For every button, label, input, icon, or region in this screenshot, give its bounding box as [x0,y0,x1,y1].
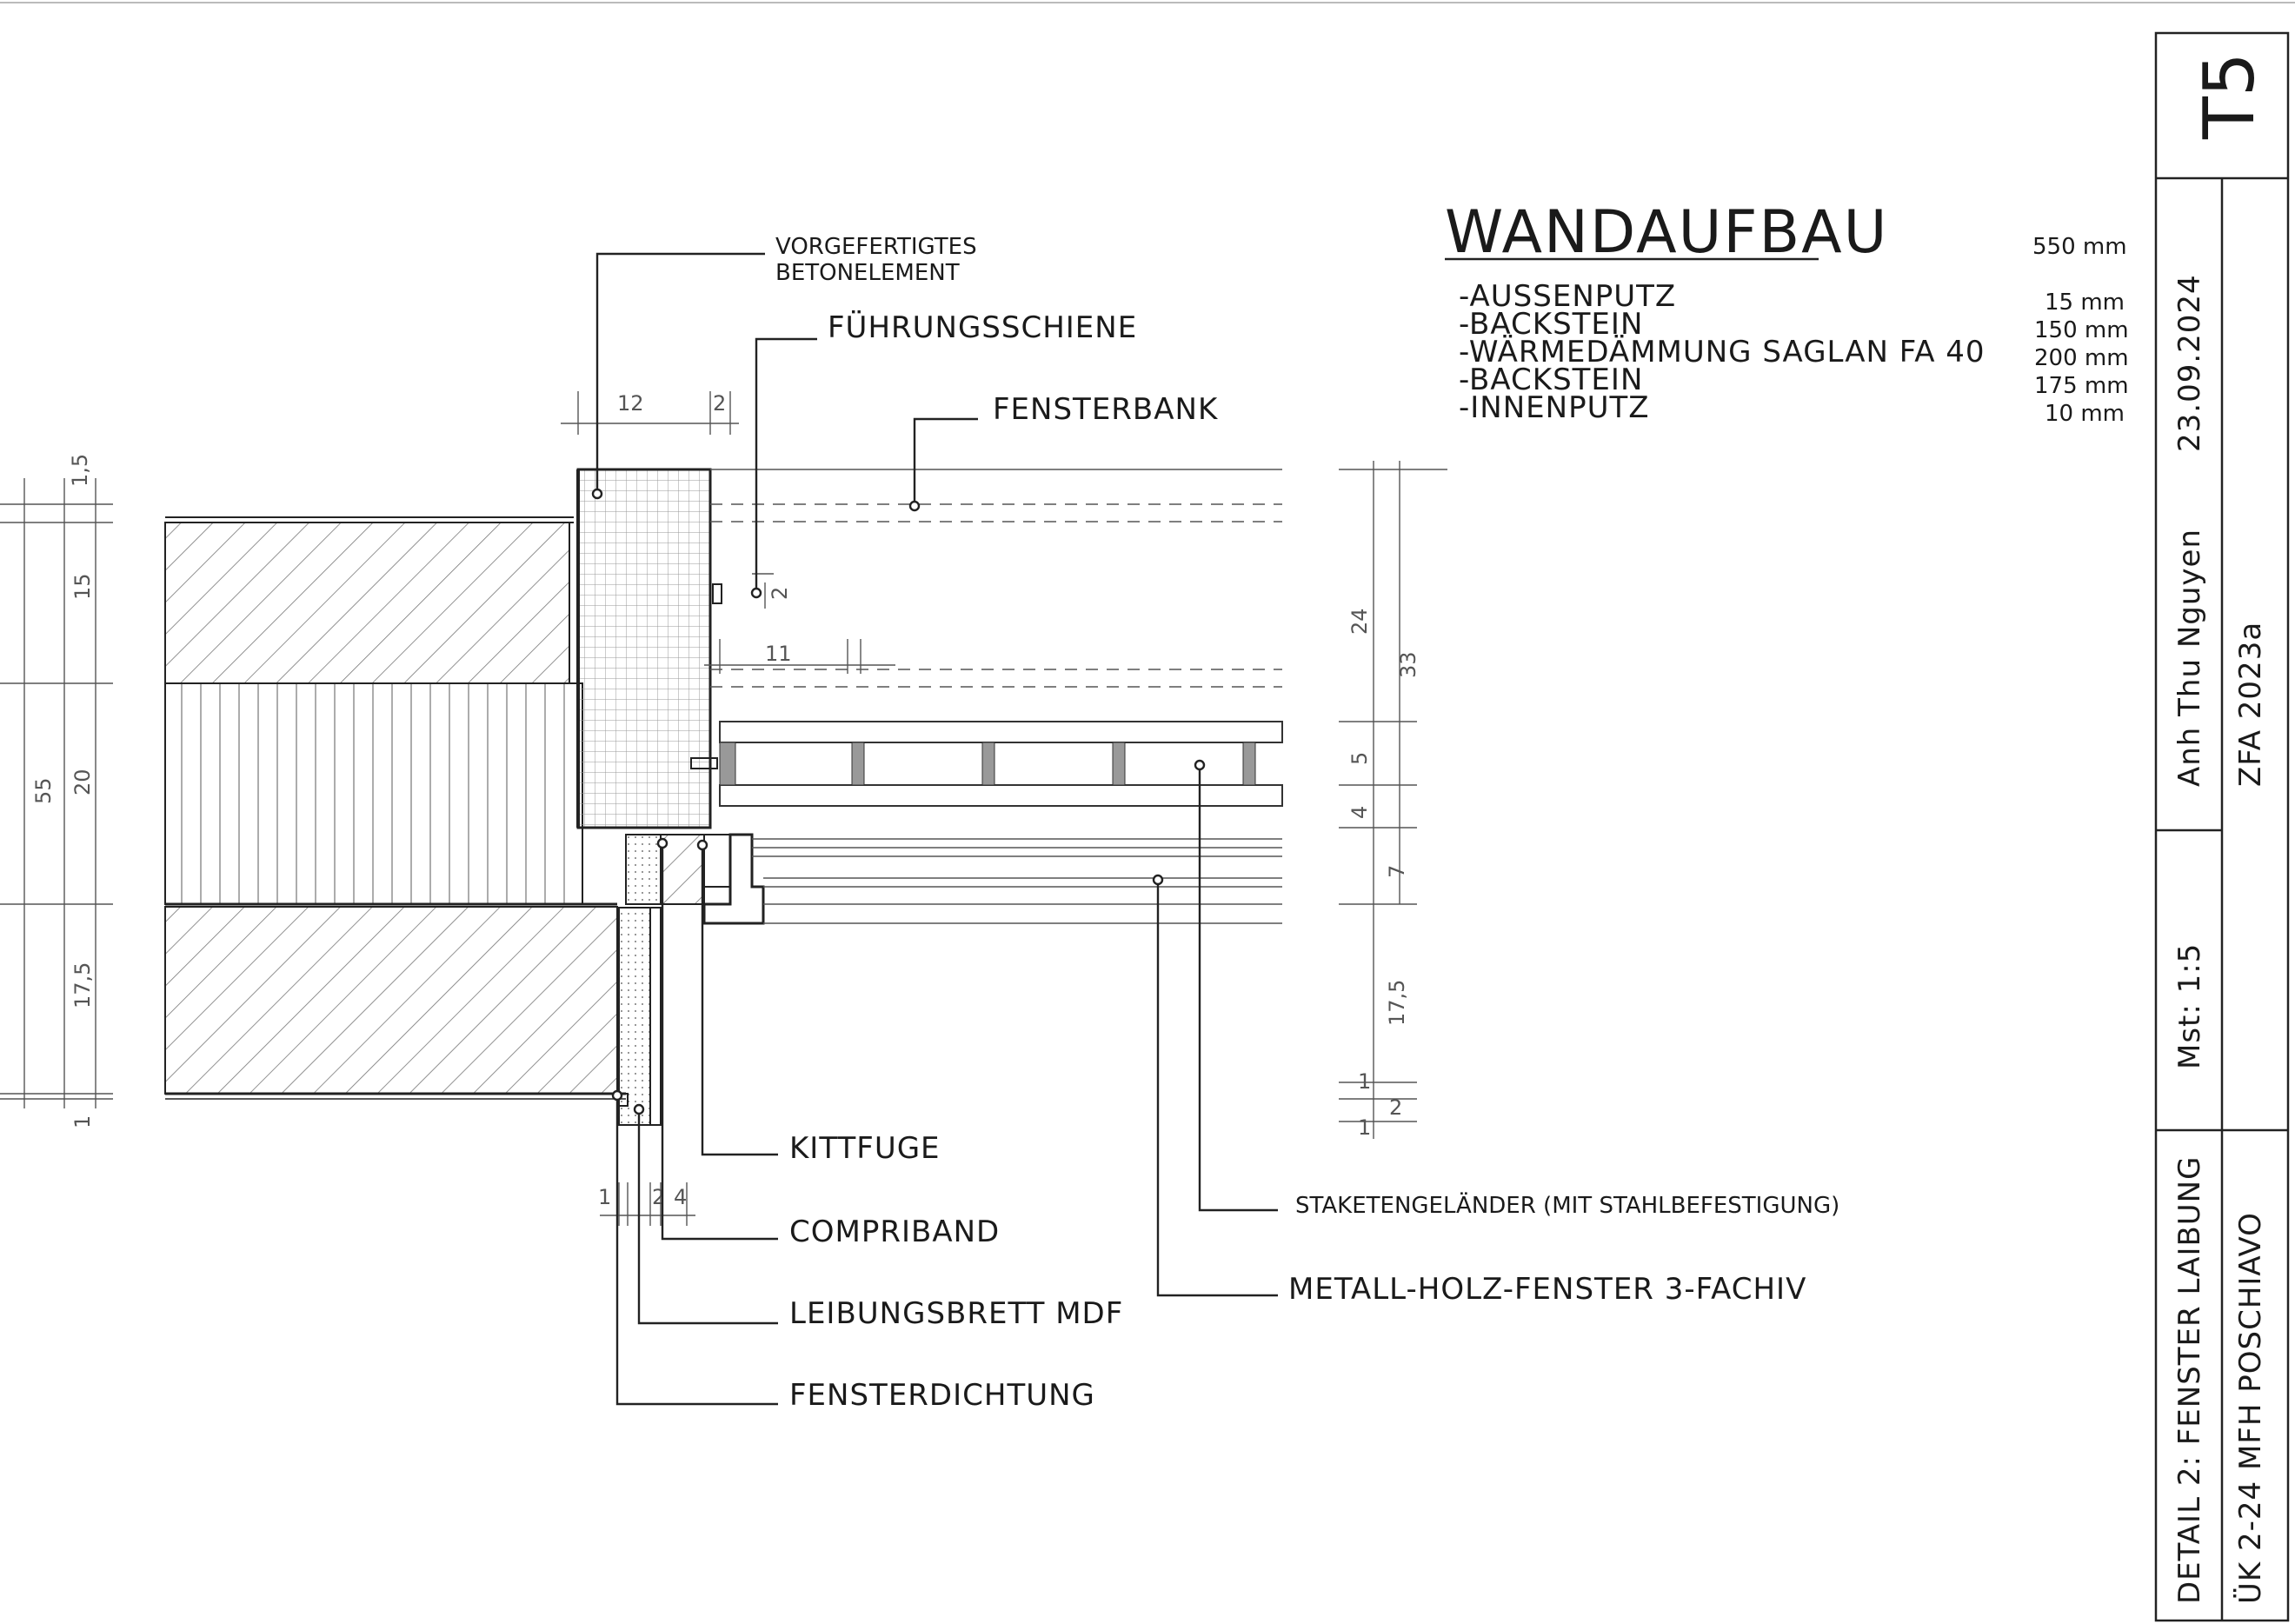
leader-lines [595,252,1278,1406]
label-reveal-board: LEIBUNGSBRETT MDF [789,1296,1123,1331]
insulation [164,682,583,905]
top-dimensions [561,391,895,674]
layer-thk-3: 200 mm [2034,345,2129,371]
railing [690,721,1283,807]
project-name: ÜK 2-24 MFH POSCHIAVO [2232,1212,2268,1604]
dim-top-2: 2 [713,391,726,416]
dim-left-55: 55 [31,777,56,804]
dim-right-1b: 1 [1358,1115,1371,1140]
guide-rail [712,583,722,604]
bottom-dimensions [600,1182,695,1226]
dim-top-12: 12 [617,391,644,416]
dim-right-175: 17,5 [1385,980,1409,1026]
dim-left-20: 20 [70,769,95,795]
outer-brick [164,522,570,684]
detail-title: DETAIL 2: FENSTER LAIBUNG [2172,1156,2207,1604]
dim-right-7: 7 [1385,865,1409,878]
inner-brick [164,906,618,1095]
sheet-number: T5 [2189,52,2270,140]
layer-name-3: -WÄRMEDÄMMUNG SAGLAN FA 40 [1459,335,1986,369]
dim-bottom-1: 1 [598,1185,611,1209]
dim-right-24: 24 [1347,608,1372,635]
label-guide-rail: FÜHRUNGSSCHIENE [828,309,1137,345]
label-window: METALL-HOLZ-FENSTER 3-FACHIV [1288,1272,1806,1307]
label-railing: STAKETENGELÄNDER (MIT STAHLBEFESTIGUNG) [1295,1191,1839,1219]
wall-total: 550 mm [2032,234,2127,260]
leader-dots [591,488,1206,1115]
dim-right-1: 1 [1358,1069,1371,1094]
dim-right-5: 5 [1347,752,1372,765]
title-block [2154,31,2290,1622]
layer-thk-4: 175 mm [2034,373,2129,399]
dim-left-175: 17,5 [70,962,95,1008]
dim-left-15: 15 [70,573,95,600]
layer-thk-2: 150 mm [2034,317,2129,343]
precast-concrete-element [576,468,712,829]
dim-right-33: 33 [1396,651,1420,678]
left-dimensions [0,478,113,1108]
dim-right-4: 4 [1347,806,1372,819]
layer-thk-5: 10 mm [2045,401,2125,427]
dim-right-2: 2 [1389,1095,1402,1120]
right-dimensions [1339,461,1447,1139]
layer-name-1: -AUSSENPUTZ [1459,279,1676,314]
window-frame [625,833,1282,925]
dim-bottom-4: 4 [674,1185,687,1209]
window-sill [710,469,1282,688]
label-precast-line2: BETONELEMENT [775,260,960,286]
wall-build-up-title: WANDAUFBAU [1445,198,1888,267]
label-sealant-joint: KITTFUGE [789,1131,941,1166]
wall-section [164,516,626,1100]
reveal-board [618,907,651,1126]
label-precast-line1: VORGEFERTIGTES [775,234,977,260]
class-code: ZFA 2023a [2233,622,2268,787]
drawing-scale: Mst: 1:5 [2172,943,2207,1069]
dim-left-15a: 1,5 [68,454,92,487]
author-name: Anh Thu Nguyen [2172,529,2207,787]
dim-rail-2: 2 [768,587,792,600]
label-window-seal: FENSTERDICHTUNG [789,1378,1095,1413]
dim-left-1: 1 [70,1115,95,1128]
drawing-date: 23.09.2024 [2172,274,2207,452]
dim-mid-11: 11 [765,642,792,666]
layer-name-4: -BACKSTEIN [1459,363,1643,397]
label-compriband: COMPRIBAND [789,1215,1000,1249]
layer-name-5: -INNENPUTZ [1459,390,1650,425]
label-window-sill: FENSTERBANK [993,392,1219,427]
layer-thk-1: 15 mm [2045,290,2125,316]
layer-name-2: -BACKSTEIN [1459,307,1643,342]
